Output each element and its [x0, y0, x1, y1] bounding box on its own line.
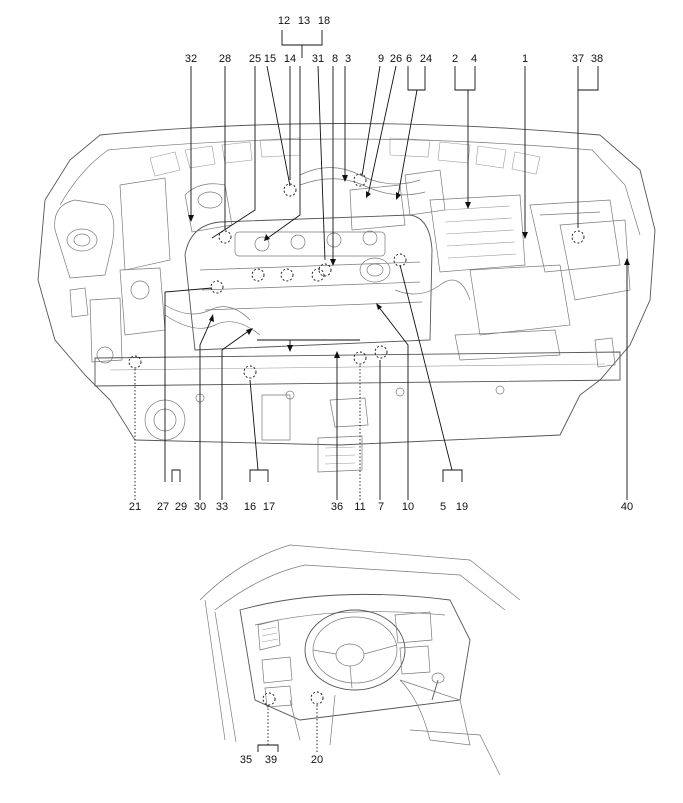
callout-29: 29	[175, 501, 187, 513]
callout-37: 37	[572, 53, 584, 65]
callout-labels: 12 13 18 32 28 25 15 14 31 8 3 9 26 6 24…	[129, 15, 633, 766]
callout-40: 40	[621, 501, 633, 513]
callout-19: 19	[456, 501, 468, 513]
callout-14: 14	[284, 53, 296, 65]
callout-25: 25	[249, 53, 261, 65]
callout-36: 36	[331, 501, 343, 513]
callout-13: 13	[298, 15, 310, 27]
callout-11: 11	[354, 501, 365, 513]
callout-9: 9	[378, 53, 384, 65]
leader-lines	[128, 30, 630, 752]
callout-24: 24	[420, 53, 432, 65]
callout-10: 10	[402, 501, 414, 513]
callout-3: 3	[345, 53, 351, 65]
callout-7: 7	[378, 501, 384, 513]
callout-38: 38	[591, 53, 603, 65]
callout-18: 18	[318, 15, 330, 27]
interior-illustration	[199, 544, 521, 776]
callout-20: 20	[311, 754, 323, 766]
callout-33: 33	[216, 501, 228, 513]
callout-5: 5	[440, 501, 446, 513]
callout-26: 26	[390, 53, 402, 65]
callout-1: 1	[522, 53, 528, 65]
callout-17: 17	[263, 501, 275, 513]
callout-2: 2	[452, 53, 458, 65]
callout-15: 15	[264, 53, 276, 65]
callout-27: 27	[157, 501, 169, 513]
callout-28: 28	[219, 53, 231, 65]
callout-21: 21	[129, 501, 141, 513]
callout-6: 6	[406, 53, 412, 65]
callout-31: 31	[312, 53, 324, 65]
callout-30: 30	[194, 501, 206, 513]
callout-8: 8	[332, 53, 338, 65]
callout-16: 16	[244, 501, 256, 513]
callout-12: 12	[278, 15, 290, 27]
callout-39: 39	[265, 754, 277, 766]
callout-35: 35	[240, 754, 252, 766]
callout-32: 32	[185, 53, 197, 65]
callout-4: 4	[471, 53, 477, 65]
